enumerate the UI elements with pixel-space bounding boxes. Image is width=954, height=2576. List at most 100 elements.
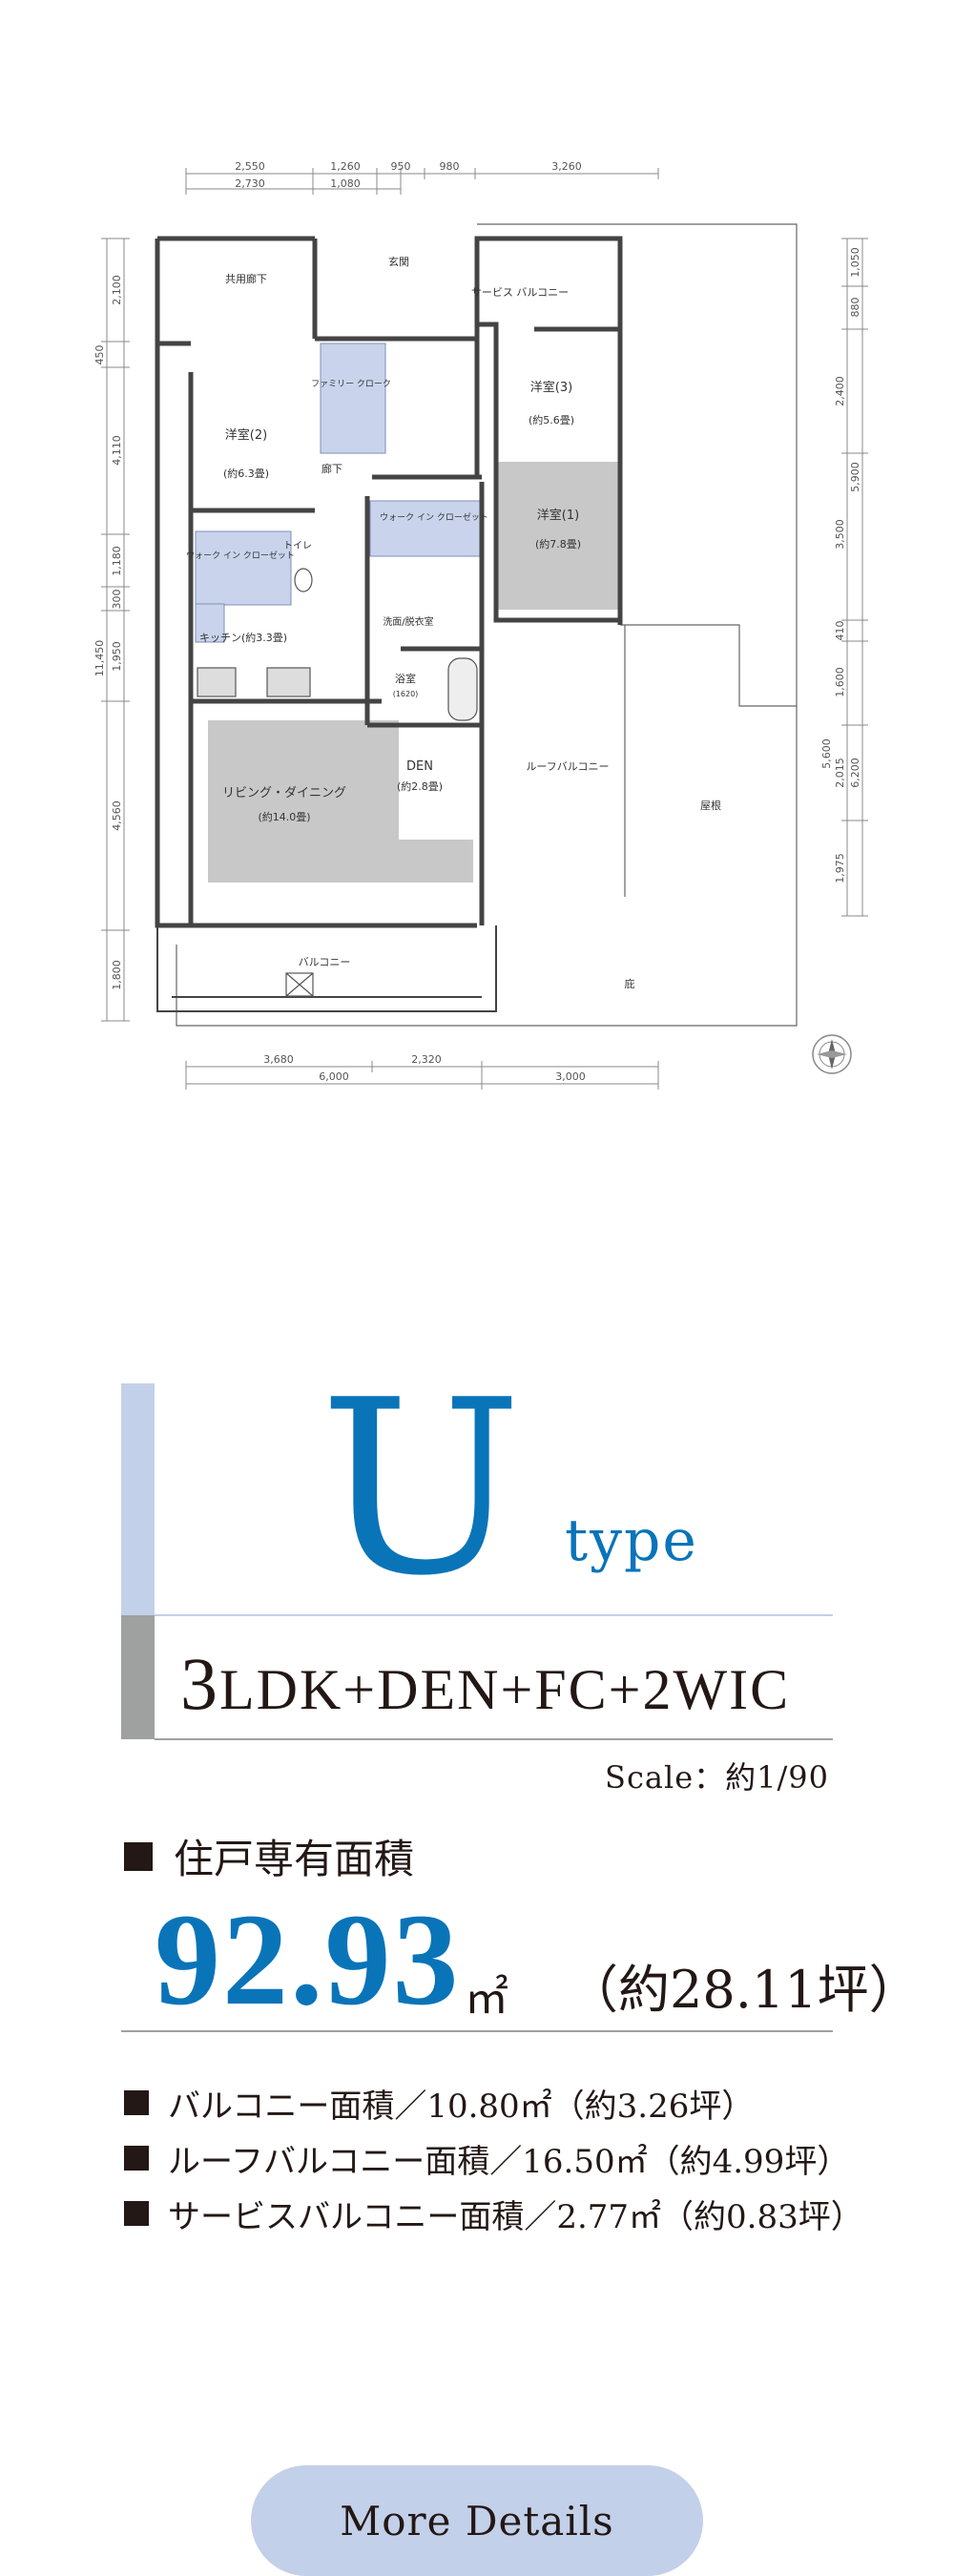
label-entrance: 玄関: [388, 255, 409, 268]
top-dimensions: [185, 168, 659, 195]
dim-left-5: 300: [111, 590, 123, 610]
square-bullet-icon: [124, 2146, 149, 2171]
sub-area-balcony: バルコニー面積／10.80㎡（約3.26坪）: [168, 2087, 755, 2126]
accent-bar-gray: [121, 1615, 155, 1739]
label-service-balcony: サービス バルコニー: [471, 286, 569, 299]
right-dimension-labels: 1,050 880 2,400 5,900 3,500 410 1,600 5,…: [820, 247, 861, 883]
dim-top-4: 980: [440, 160, 460, 173]
label-western-2: 洋室(2): [225, 427, 267, 443]
top-dimension-labels: 2,550 1,260 950 980 3,260 2,730 1,080: [235, 160, 582, 190]
dim-right-4: 5,900: [849, 462, 861, 492]
square-bullet-icon: [124, 1841, 153, 1871]
dim-right-3: 2,400: [834, 376, 846, 406]
label-bath: 浴室: [395, 672, 416, 685]
dim-right-8: 5,600: [820, 738, 833, 769]
area-unit: ㎡: [465, 1974, 508, 2023]
square-bullet-icon: [124, 2090, 149, 2115]
dim-left-6: 1,950: [111, 641, 123, 672]
closets: [195, 343, 481, 643]
dim-top-2: 1,260: [330, 160, 361, 173]
sub-area-roof-balcony: ルーフバルコニー面積／16.50㎡（約4.99坪）: [168, 2142, 850, 2181]
label-toilet: トイレ: [283, 541, 312, 551]
label-den-size: (約2.8畳): [397, 779, 443, 793]
balcony-rail: [156, 925, 497, 1012]
label-kitchen: キッチン(約3.3畳): [199, 631, 287, 644]
dim-left-7: 11,450: [93, 640, 106, 677]
dim-bottom-3: 6,000: [319, 1070, 349, 1083]
gray-rooms: [208, 462, 620, 883]
dim-right-9: 2,015: [834, 758, 846, 788]
list-item: バルコニー面積／10.80㎡（約3.26坪）: [124, 2075, 863, 2130]
dim-left-3: 4,110: [111, 435, 123, 466]
dim-top-1: 2,550: [235, 160, 265, 173]
area-heading-text: 住戸専有面積: [174, 1836, 415, 1882]
area-tsubo: （約28.11坪）: [567, 1960, 921, 2020]
dim-left-1: 2,100: [111, 275, 123, 305]
dim-right-10: 6,200: [849, 758, 861, 788]
label-hallway: 廊下: [321, 462, 342, 475]
sub-area-service-balcony: サービスバルコニー面積／2.77㎡（約0.83坪）: [168, 2197, 863, 2236]
label-living-dining-size: (約14.0畳): [258, 810, 310, 823]
floor-plan: 2,550 1,260 950 980 3,260 2,730 1,080 2,…: [0, 0, 954, 1116]
sub-area-list: バルコニー面積／10.80㎡（約3.26坪） ルーフバルコニー面積／16.50㎡…: [124, 2075, 863, 2241]
dim-right-5: 3,500: [834, 519, 846, 550]
plan-layout-name: 3LDK+DEN+FC+2WIC: [180, 1641, 790, 1727]
room-labels: 共用廊下 玄関 サービス バルコニー 洋室(2) (約6.3畳) ファミリー ク…: [186, 255, 721, 990]
dim-right-7: 1,600: [834, 667, 846, 697]
bottom-dimensions: [185, 1061, 659, 1090]
divider-blue: [155, 1614, 833, 1616]
dim-bottom-2: 2,320: [411, 1053, 442, 1066]
label-western-3-size: (約5.6畳): [529, 413, 574, 426]
dim-right-2: 880: [849, 298, 861, 318]
label-western-2-size: (約6.3畳): [223, 467, 269, 480]
label-common-hall: 共用廊下: [225, 272, 267, 285]
dim-right-1: 1,050: [849, 247, 861, 278]
label-family-closet: ファミリー クローク: [311, 379, 391, 389]
type-letter: U: [320, 1349, 522, 1629]
label-den: DEN: [406, 759, 433, 774]
label-balcony: バルコニー: [299, 956, 351, 968]
label-living-dining: リビング・ダイニング: [222, 786, 346, 800]
label-eaves: 庇: [625, 977, 635, 990]
dim-bottom-1: 3,680: [263, 1053, 294, 1066]
area-heading: 住戸専有面積: [124, 1827, 414, 1885]
dim-left-9: 1,800: [111, 960, 123, 990]
dim-top-7: 1,080: [330, 177, 361, 190]
dim-bottom-4: 3,000: [555, 1070, 586, 1083]
more-details-button[interactable]: More Details: [251, 2465, 703, 2576]
label-western-1-size: (約7.8畳): [535, 537, 581, 551]
divider-gray: [155, 1738, 833, 1740]
dim-top-6: 2,730: [235, 177, 265, 190]
left-dimensions: [101, 238, 130, 1022]
list-item: サービスバルコニー面積／2.77㎡（約0.83坪）: [124, 2186, 863, 2241]
dim-left-4: 1,180: [111, 546, 123, 576]
label-bath-size: (1620): [393, 690, 419, 698]
dim-right-6: 410: [834, 621, 846, 641]
left-dimension-labels: 2,100 450 4,110 1,180 300 1,950 11,450 4…: [93, 275, 123, 990]
plan-layout-rest: LDK+DEN+FC+2WIC: [219, 1658, 791, 1721]
dim-right-11: 1,975: [834, 853, 846, 883]
roof-outline: [176, 223, 798, 1027]
compass-icon: [812, 1034, 852, 1074]
label-western-1: 洋室(1): [537, 508, 579, 523]
list-item: ルーフバルコニー面積／16.50㎡（約4.99坪）: [124, 2130, 863, 2186]
dim-top-5: 3,260: [551, 160, 582, 173]
bottom-dimension-labels: 3,680 2,320 6,000 3,000: [263, 1053, 586, 1083]
type-suffix: type: [565, 1507, 698, 1574]
accent-bar-blue: [121, 1383, 155, 1615]
label-western-3: 洋室(3): [530, 380, 572, 395]
square-bullet-icon: [124, 2201, 149, 2226]
dim-left-8: 4,560: [111, 800, 123, 831]
dim-top-3: 950: [391, 160, 411, 173]
label-wic-1: ウォーク イン クローゼット: [186, 550, 295, 561]
dim-left-2: 450: [93, 345, 106, 365]
label-wic-2: ウォーク イン クローゼット: [380, 511, 488, 523]
scale-label: Scale：約1/90: [605, 1759, 829, 1796]
label-roof-balcony: ルーフバルコニー: [526, 760, 609, 773]
area-value: 92.93 ㎡ （約28.11坪）: [155, 1886, 921, 2032]
area-number: 92.93: [155, 1886, 461, 2032]
plan-room-count: 3: [180, 1642, 219, 1725]
fixtures: [197, 568, 478, 997]
label-washroom: 洗面/脱衣室: [383, 615, 433, 628]
label-roof: 屋根: [700, 799, 721, 812]
